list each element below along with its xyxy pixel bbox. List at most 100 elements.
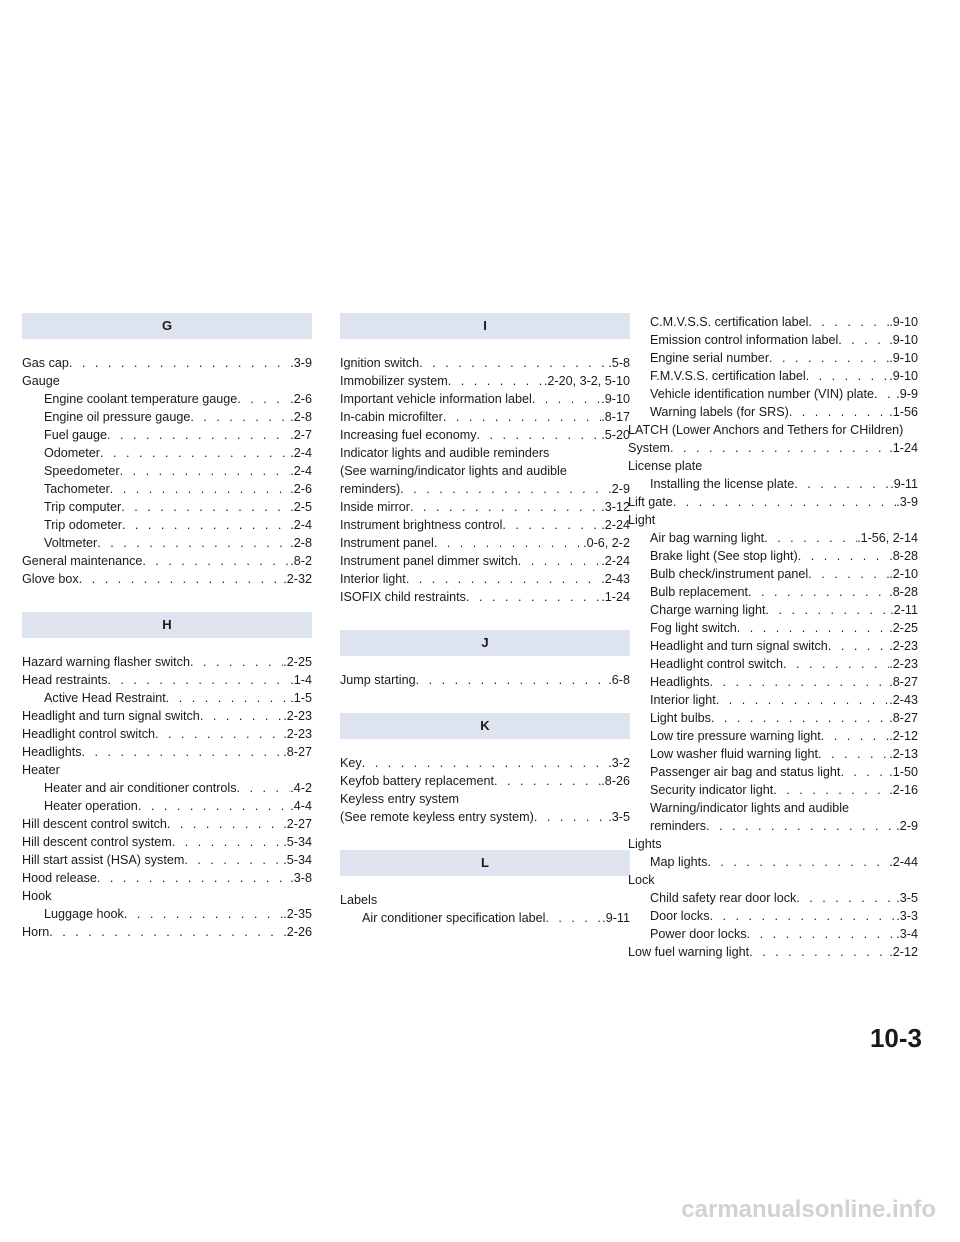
index-entry[interactable]: Horn.2-26 (22, 923, 312, 941)
entry-label: Immobilizer system (340, 374, 448, 388)
entry-label: Gas cap (22, 356, 69, 370)
index-entry[interactable]: Hill descent control switch.2-27 (22, 815, 312, 833)
index-entry[interactable]: Head restraints.1-4 (22, 671, 312, 689)
index-entry[interactable]: Heater and air conditioner controls.4-2 (22, 779, 312, 797)
section-header: K (340, 713, 630, 739)
index-entry[interactable]: Bulb replacement.8-28 (628, 583, 918, 601)
index-entry[interactable]: Lift gate.3-9 (628, 493, 918, 511)
index-entry[interactable]: Bulb check/instrument panel.2-10 (628, 565, 918, 583)
index-entry[interactable]: Air conditioner specification label.9-11 (340, 909, 630, 927)
index-entry[interactable]: Power door locks.3-4 (628, 925, 918, 943)
entry-label: Engine oil pressure gauge (44, 410, 191, 424)
index-entry[interactable]: Low tire pressure warning light.2-12 (628, 727, 918, 745)
index-entry[interactable]: Engine coolant temperature gauge.2-6 (22, 390, 312, 408)
index-entry[interactable]: Headlight and turn signal switch.2-23 (628, 637, 918, 655)
dot-leader (400, 480, 608, 498)
index-entry[interactable]: Headlight control switch.2-23 (22, 725, 312, 743)
index-entry[interactable]: Hill descent control system.5-34 (22, 833, 312, 851)
entry-label: Engine coolant temperature gauge (44, 392, 238, 406)
index-entry[interactable]: Headlights.8-27 (22, 743, 312, 761)
entry-page-ref: .2-10 (889, 567, 918, 581)
index-entry[interactable]: Voltmeter.2-8 (22, 534, 312, 552)
index-entry[interactable]: Key.3-2 (340, 754, 630, 772)
index-entry[interactable]: Heater operation.4-4 (22, 797, 312, 815)
index-entry[interactable]: Fuel gauge.2-7 (22, 426, 312, 444)
index-entry[interactable]: Vehicle identification number (VIN) plat… (628, 385, 918, 403)
index-entry[interactable]: Gas cap.3-9 (22, 354, 312, 372)
entry-label: Instrument panel dimmer switch (340, 554, 518, 568)
index-entry[interactable]: Hazard warning flasher switch.2-25 (22, 653, 312, 671)
entry-page-ref: .2-23 (889, 639, 918, 653)
index-entry[interactable]: (See remote keyless entry system).3-5 (340, 808, 630, 826)
index-entry[interactable]: Emission control information label.9-10 (628, 331, 918, 349)
entry-page-ref: .2-5 (290, 500, 312, 514)
entry-label: Interior light (340, 572, 406, 586)
index-entry[interactable]: Headlights.8-27 (628, 673, 918, 691)
index-entry[interactable]: Child safety rear door lock.3-5 (628, 889, 918, 907)
index-entry[interactable]: Warning labels (for SRS).1-56 (628, 403, 918, 421)
index-entry[interactable]: Interior light.2-43 (340, 570, 630, 588)
index-entry[interactable]: Brake light (See stop light).8-28 (628, 547, 918, 565)
entry-label: Voltmeter (44, 536, 98, 550)
section-gap (340, 826, 630, 850)
index-entry[interactable]: Engine oil pressure gauge.2-8 (22, 408, 312, 426)
entry-label: Air bag warning light (650, 531, 765, 545)
index-entry[interactable]: Increasing fuel economy.5-20 (340, 426, 630, 444)
index-entry[interactable]: Engine serial number.9-10 (628, 349, 918, 367)
index-entry[interactable]: General maintenance.8-2 (22, 552, 312, 570)
index-entry[interactable]: Odometer.2-4 (22, 444, 312, 462)
dot-leader (737, 619, 889, 637)
index-entry[interactable]: Inside mirror.3-12 (340, 498, 630, 516)
index-entry[interactable]: C.M.V.S.S. certification label.9-10 (628, 313, 918, 331)
index-entry[interactable]: Speedometer.2-4 (22, 462, 312, 480)
index-entry[interactable]: Headlight control switch.2-23 (628, 655, 918, 673)
index-entry[interactable]: Hill start assist (HSA) system.5-34 (22, 851, 312, 869)
index-entry[interactable]: Tachometer.2-6 (22, 480, 312, 498)
index-entry[interactable]: ISOFIX child restraints.1-24 (340, 588, 630, 606)
index-entry[interactable]: Air bag warning light.1-56, 2-14 (628, 529, 918, 547)
index-entry[interactable]: Light bulbs.8-27 (628, 709, 918, 727)
dot-leader (416, 671, 609, 689)
index-entry[interactable]: Door locks.3-3 (628, 907, 918, 925)
index-entry[interactable]: Hood release.3-8 (22, 869, 312, 887)
index-entry[interactable]: Installing the license plate.9-11 (628, 475, 918, 493)
entry-page-ref: .9-10 (889, 351, 918, 365)
index-entry[interactable]: Instrument brightness control.2-24 (340, 516, 630, 534)
dot-leader (410, 498, 601, 516)
entry-label: Head restraints (22, 673, 108, 687)
index-entry[interactable]: Map lights.2-44 (628, 853, 918, 871)
index-entry[interactable]: Instrument panel.0-6, 2-2 (340, 534, 630, 552)
dot-leader (798, 547, 890, 565)
index-entry[interactable]: Jump starting.6-8 (340, 671, 630, 689)
index-entry[interactable]: Headlight and turn signal switch.2-23 (22, 707, 312, 725)
index-entry[interactable]: Immobilizer system.2-20, 3-2, 5-10 (340, 372, 630, 390)
index-entry[interactable]: Trip odometer.2-4 (22, 516, 312, 534)
dot-leader (155, 725, 283, 743)
index-entry[interactable]: Charge warning light.2-11 (628, 601, 918, 619)
index-entry[interactable]: Fog light switch.2-25 (628, 619, 918, 637)
index-entry[interactable]: Important vehicle information label.9-10 (340, 390, 630, 408)
index-entry[interactable]: Ignition switch.5-8 (340, 354, 630, 372)
dot-leader (818, 745, 889, 763)
index-entry[interactable]: Instrument panel dimmer switch.2-24 (340, 552, 630, 570)
index-entry[interactable]: Passenger air bag and status light.1-50 (628, 763, 918, 781)
index-entry[interactable]: Keyfob battery replacement.8-26 (340, 772, 630, 790)
index-entry[interactable]: Low washer fluid warning light.2-13 (628, 745, 918, 763)
entry-page-ref: .3-8 (290, 871, 312, 885)
index-entry[interactable]: Security indicator light.2-16 (628, 781, 918, 799)
index-entry[interactable]: Trip computer.2-5 (22, 498, 312, 516)
index-entry[interactable]: In-cabin microfilter.8-17 (340, 408, 630, 426)
entry-page-ref: .1-5 (290, 691, 312, 705)
entry-page-ref: .2-26 (283, 925, 312, 939)
index-entry[interactable]: Luggage hook.2-35 (22, 905, 312, 923)
index-entry[interactable]: Glove box.2-32 (22, 570, 312, 588)
index-entry[interactable]: F.M.V.S.S. certification label.9-10 (628, 367, 918, 385)
index-entry[interactable]: Active Head Restraint.1-5 (22, 689, 312, 707)
index-entry[interactable]: reminders.2-9 (628, 817, 918, 835)
index-entry[interactable]: System.1-24 (628, 439, 918, 457)
entry-page-ref: .9-10 (889, 315, 918, 329)
index-entry[interactable]: reminders).2-9 (340, 480, 630, 498)
index-entry[interactable]: Low fuel warning light.2-12 (628, 943, 918, 961)
index-entry[interactable]: Interior light.2-43 (628, 691, 918, 709)
dot-leader (237, 779, 291, 797)
